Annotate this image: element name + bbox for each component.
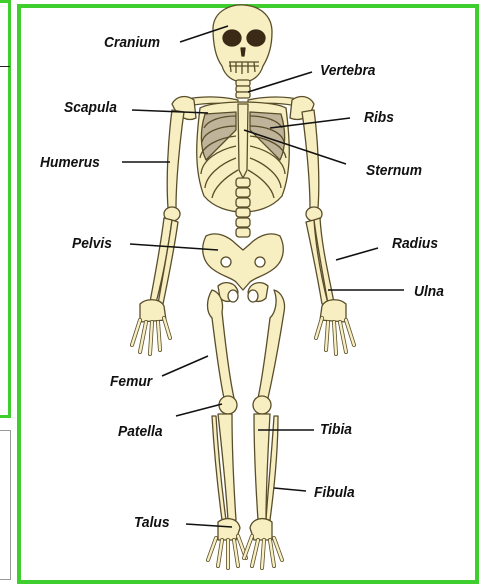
label-fibula: Fibula xyxy=(314,485,355,500)
cervical-spine xyxy=(236,80,250,98)
radius-leader xyxy=(336,248,378,260)
label-scapula: Scapula xyxy=(64,100,117,115)
lumbar-spine xyxy=(236,178,250,237)
left-arm xyxy=(132,110,184,354)
label-vertebra: Vertebra xyxy=(320,63,375,78)
right-leg xyxy=(244,290,285,568)
skull xyxy=(213,5,272,82)
right-arm xyxy=(302,110,354,354)
patella-leader xyxy=(176,404,222,416)
scapula-leader xyxy=(132,110,208,113)
label-talus: Talus xyxy=(134,515,170,530)
label-cranium: Cranium xyxy=(104,35,160,50)
skeleton-diagram xyxy=(0,0,484,570)
label-ulna: Ulna xyxy=(414,284,444,299)
label-sternum: Sternum xyxy=(366,163,422,178)
label-patella: Patella xyxy=(118,424,163,439)
label-femur: Femur xyxy=(110,374,152,389)
label-pelvis: Pelvis xyxy=(72,236,112,251)
sternum-shape xyxy=(238,104,248,178)
femur-leader xyxy=(162,356,208,376)
label-tibia: Tibia xyxy=(320,422,352,437)
label-humerus: Humerus xyxy=(40,155,100,170)
label-ribs: Ribs xyxy=(364,110,394,125)
fibula-leader xyxy=(274,488,306,491)
label-radius: Radius xyxy=(392,236,438,251)
